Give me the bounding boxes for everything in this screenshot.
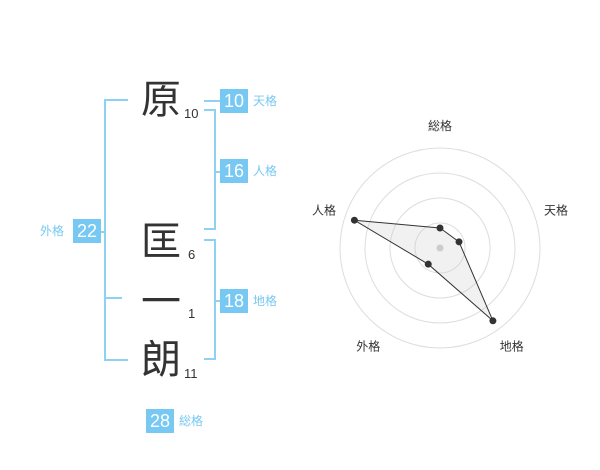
name-char-4: 朗 [141,337,181,383]
radar-ring-2 [389,197,491,299]
gaikaku-value: 22 [73,219,101,243]
radar-point-0 [436,224,444,232]
radar-center-dot [436,244,444,252]
radar-axis-label-1: 天格 [544,202,568,217]
gaikaku-mid-divider [104,297,122,299]
radar-point-3 [424,260,432,268]
tenkaku-value: 10 [220,89,248,113]
radar-polygon [354,219,494,322]
radar-ring-3 [364,172,516,324]
gaikaku-label: 外格 [40,224,65,238]
jinkaku-value: 16 [220,159,248,183]
chikaku-bracket [204,239,216,360]
radar-point-4 [350,216,358,224]
name-char-2: 匡 [141,219,181,265]
jinkaku-label: 人格 [253,164,278,178]
stroke-count-4: 11 [184,366,198,381]
stroke-count-1: 10 [184,106,199,121]
name-char-1: 原 [141,77,181,123]
radar-ring-1 [414,222,466,274]
name-char-3: 一 [141,279,181,325]
jinkaku-connector [214,171,220,173]
radar-axis-label-4: 人格 [312,202,336,217]
tenkaku-connector [204,100,220,102]
radar-rings [339,147,541,349]
tenkaku-label: 天格 [253,94,278,108]
stroke-count-2: 6 [188,247,196,262]
chikaku-connector [214,300,220,302]
radar-ring-4 [339,147,541,349]
radar-axis-label-2: 地格 [500,339,524,354]
chikaku-value: 18 [220,289,248,313]
radar-axis-label-0: 総格 [428,118,452,133]
chikaku-label: 地格 [253,294,278,308]
gaikaku-bracket [104,99,128,361]
stroke-count-3: 1 [188,306,196,321]
radar-axis-label-3: 外格 [356,339,380,354]
soukaku-label: 総格 [179,414,204,428]
jinkaku-bracket [204,109,216,230]
radar-point-2 [489,317,497,325]
soukaku-value: 28 [146,409,174,433]
radar-points [350,216,497,325]
radar-point-1 [455,238,463,246]
